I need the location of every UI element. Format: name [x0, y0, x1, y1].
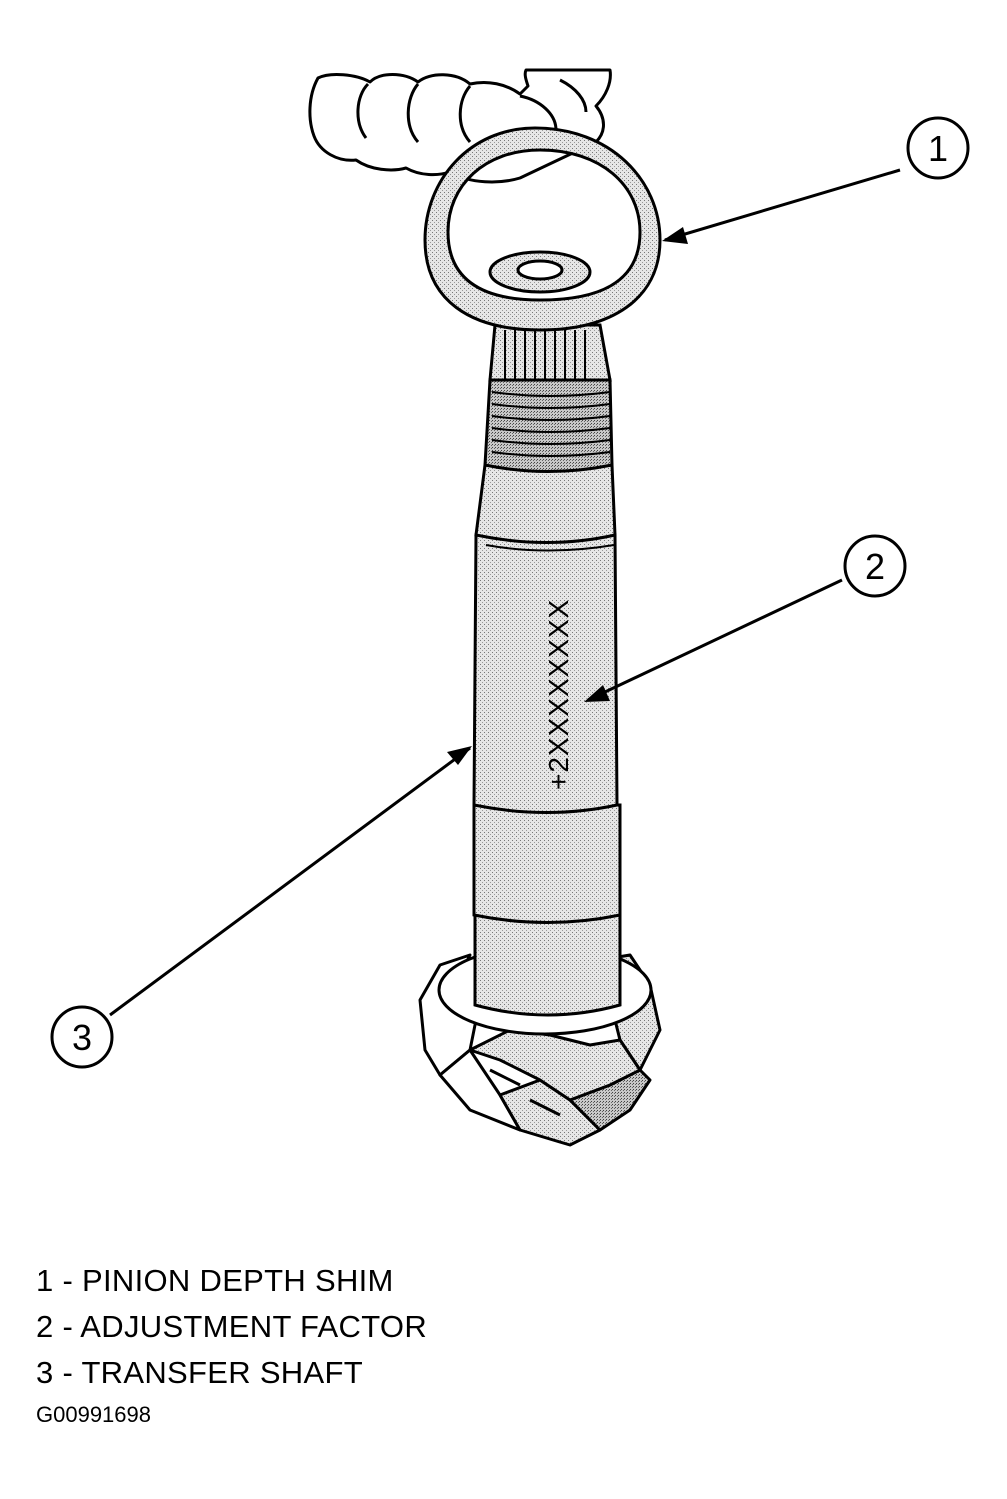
legend-item-3: 3 - TRANSFER SHAFT	[36, 1355, 363, 1390]
legend-number: 1	[36, 1263, 54, 1298]
legend-item-1: 1 - PINION DEPTH SHIM	[36, 1263, 394, 1298]
callout-2-number: 2	[865, 546, 885, 587]
legend-label: TRANSFER SHAFT	[81, 1355, 363, 1390]
legend-label: PINION DEPTH SHIM	[82, 1263, 394, 1298]
transfer-shaft	[472, 323, 622, 1017]
hand-illustration	[308, 68, 612, 184]
figure-id: G00991698	[36, 1402, 151, 1427]
callout-3-number: 3	[72, 1017, 92, 1058]
legend: 1 - PINION DEPTH SHIM 2 - ADJUSTMENT FAC…	[36, 1258, 427, 1396]
callout-1: 1	[662, 116, 970, 244]
callout-2: 2	[584, 534, 907, 702]
legend-item-2: 2 - ADJUSTMENT FACTOR	[36, 1309, 428, 1344]
legend-label: ADJUSTMENT FACTOR	[80, 1309, 428, 1344]
pinion-shim-diagram: 1 2 3 +2XXXXXXXX	[50, 68, 970, 1147]
shaft-marking: +2XXXXXXXX	[543, 599, 574, 790]
legend-number: 2	[36, 1309, 54, 1344]
legend-number: 3	[36, 1355, 54, 1390]
callout-1-number: 1	[928, 128, 948, 169]
pinion-depth-shim	[423, 126, 662, 332]
callout-3: 3	[50, 746, 472, 1069]
